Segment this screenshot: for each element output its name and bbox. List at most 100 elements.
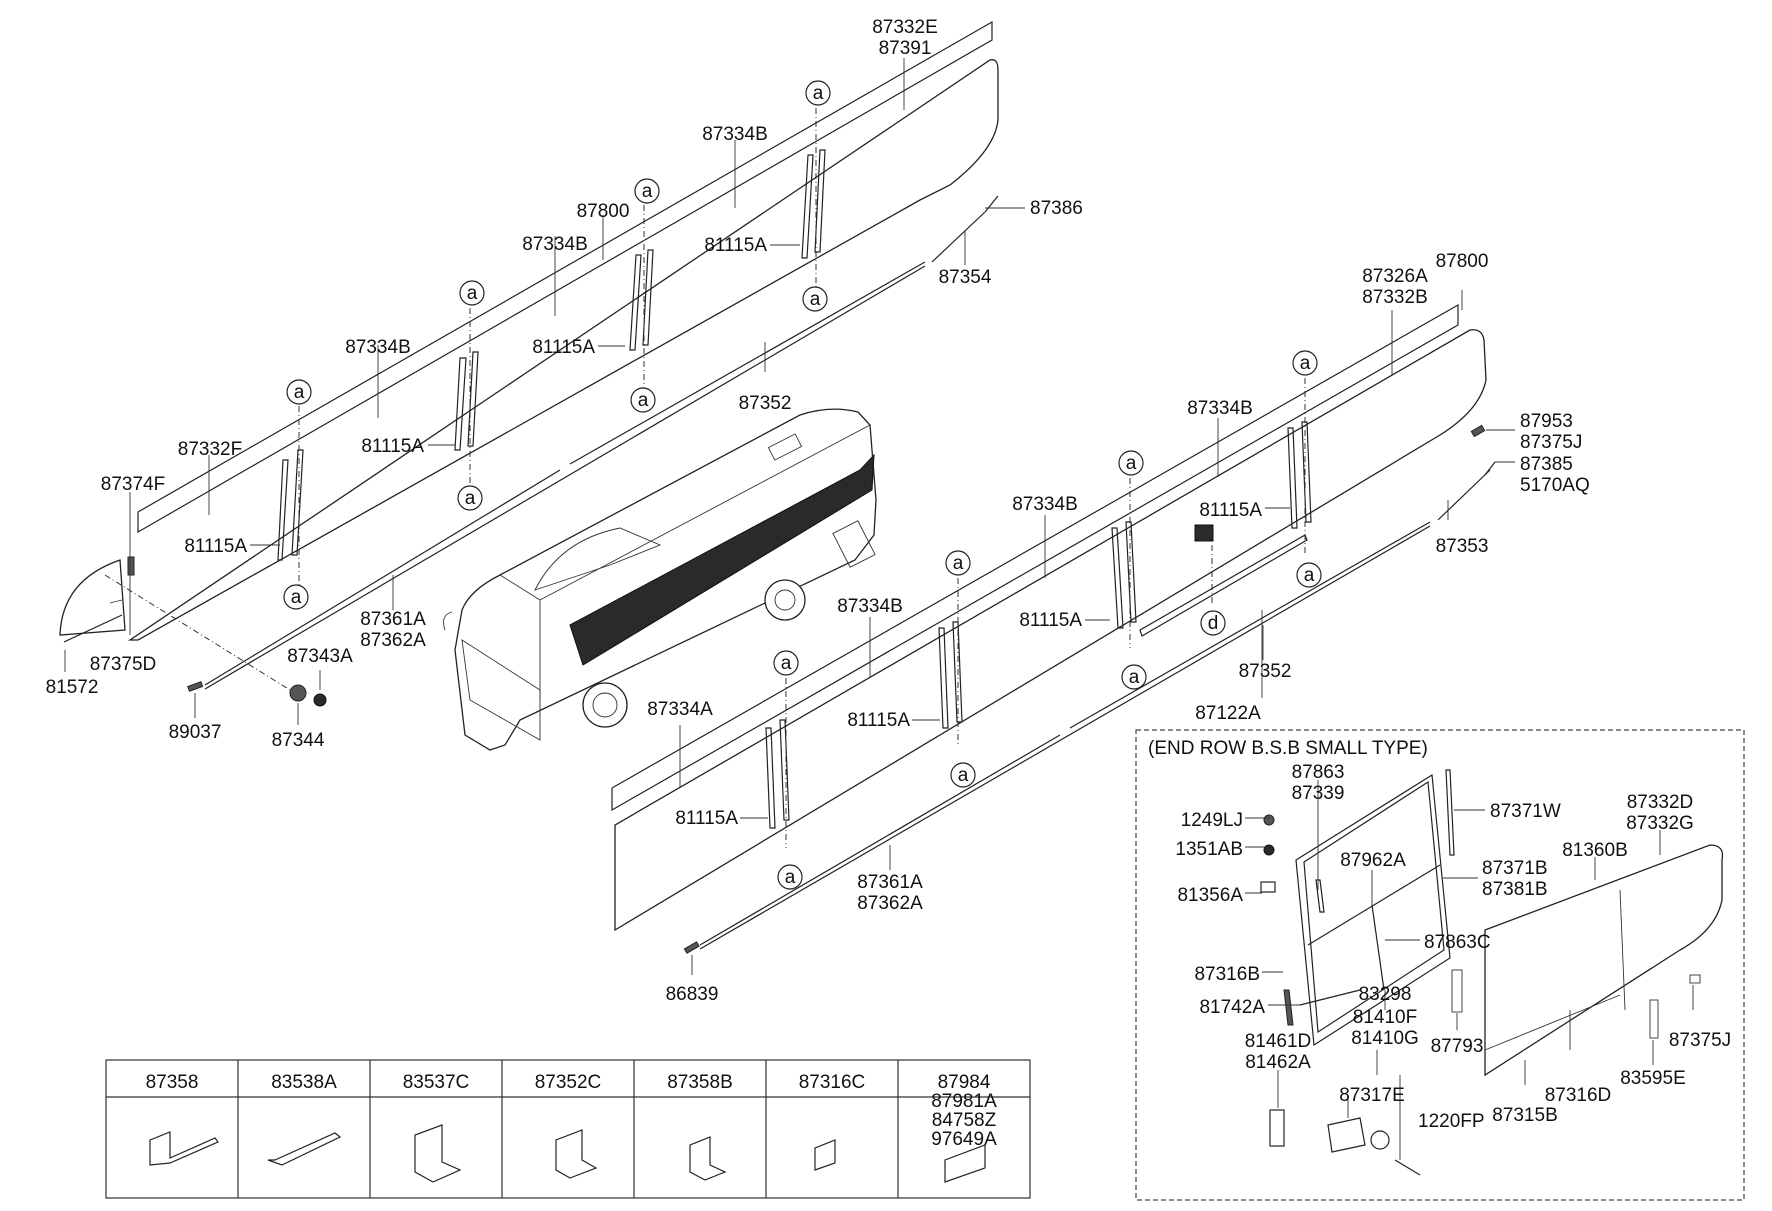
legend-part-number: 87358 (146, 1072, 199, 1093)
legend-cell: 83537C (369, 1060, 469, 1198)
label-1220fp: 1220FP (1418, 1111, 1485, 1132)
callout-a-u3: a (459, 280, 485, 306)
callout-a-u4: a (457, 485, 483, 511)
callout-a-l6: a (1121, 664, 1147, 690)
callout-a-l5: a (1118, 450, 1144, 476)
pillar-strips-lower (765, 421, 1312, 829)
glass-seal-87316d (1484, 994, 1621, 1051)
part-87317e (1327, 1117, 1366, 1153)
label-81115a-u4: 81115A (704, 235, 767, 256)
callout-a-u2: a (283, 584, 309, 610)
bus-rear-wheel (764, 579, 806, 621)
part-81742a (1299, 989, 1361, 1006)
legend-part-number: 84758Z (932, 1110, 997, 1131)
label-81115a-u1: 81115A (184, 536, 247, 557)
callout-label: a (958, 765, 969, 786)
part-87863 (1315, 879, 1325, 913)
label-87332d: 87332D (1627, 792, 1694, 813)
bus-mirror (443, 611, 453, 631)
label-81115a-u3: 81115A (532, 337, 595, 358)
part-87385 (1484, 461, 1496, 476)
part-86839 (683, 941, 700, 954)
callout-label: a (294, 382, 305, 403)
bus-roof-edge (539, 424, 871, 601)
callout-a-u5: a (634, 178, 660, 204)
bus-roof-vent (767, 433, 803, 461)
label-87317e: 87317E (1339, 1085, 1405, 1106)
label-5170aq: 5170AQ (1520, 475, 1590, 496)
legend-part-number: 87352C (535, 1072, 602, 1093)
label-87863: 87863 (1292, 762, 1345, 783)
molding-87352-upper-edge (204, 265, 926, 690)
label-87361a-l: 87361A (857, 872, 923, 893)
plate-81356a (1260, 881, 1276, 893)
side-glass-lower (614, 329, 1487, 932)
label-87354: 87354 (939, 267, 992, 288)
label-87332e: 87332E (872, 17, 938, 38)
part-89037 (187, 681, 204, 692)
label-81742a: 81742A (1199, 997, 1265, 1018)
legend-cell: 87316C (765, 1060, 865, 1198)
label-87334b-u2: 87334B (522, 234, 588, 255)
label-86839: 86839 (666, 984, 719, 1005)
leaders-lower (679, 290, 1515, 975)
part-87386 (984, 195, 999, 213)
frame-rail-87962a (1307, 864, 1441, 946)
label-83298: 83298 (1359, 984, 1412, 1005)
label-87375j-l: 87375J (1520, 432, 1582, 453)
part-81461d (1269, 1109, 1285, 1147)
bolt-1220fp (1394, 1159, 1421, 1176)
nut-1351ab (1263, 844, 1275, 856)
label-87375j-inset: 87375J (1669, 1030, 1731, 1051)
legend-part-number: 87981A (931, 1091, 997, 1112)
callout-label: a (1129, 667, 1140, 688)
label-87362a-u: 87362A (360, 630, 426, 651)
legend-part-sketch (414, 1124, 462, 1183)
part-81572 (63, 614, 123, 643)
label-87362a-l: 87362A (857, 893, 923, 914)
screw-1249lj (1263, 814, 1275, 826)
callout-d: d (1200, 610, 1226, 636)
molding-87352-upper (204, 469, 561, 686)
label-87339: 87339 (1292, 783, 1345, 804)
label-87316d: 87316D (1545, 1085, 1612, 1106)
lower-assembly (611, 290, 1515, 975)
strip-87371w (1445, 769, 1455, 856)
callout-a-l2: a (777, 864, 803, 890)
part-87374f (127, 556, 135, 576)
callout-a-u6: a (630, 387, 656, 413)
molding-87352-lower-b (1069, 521, 1431, 729)
bus-window-band (569, 453, 875, 666)
label-87334b-l2: 87334B (1012, 494, 1078, 515)
callouts: a a a a a a a a a a a a a a a a d (283, 80, 1322, 890)
label-87374f: 87374F (101, 474, 165, 495)
legend-part-number: 97649A (931, 1129, 997, 1150)
callout-label: a (813, 83, 824, 104)
label-81356a: 81356A (1177, 885, 1243, 906)
labels-lower: 87326A 87800 87332B 87334B 87334B 87334B… (647, 251, 1589, 1005)
leaders-inset (1245, 780, 1694, 1160)
label-87863c: 87863C (1424, 932, 1491, 953)
part-83595e (1649, 999, 1659, 1039)
callout-label-d: d (1208, 613, 1219, 634)
corner-glass-87374f (59, 559, 126, 636)
label-87334a: 87334A (647, 699, 713, 720)
frame-bar-83298 (1371, 904, 1385, 991)
label-87326a: 87326A (1362, 266, 1428, 287)
label-87381b: 87381B (1482, 879, 1548, 900)
label-87353: 87353 (1436, 536, 1489, 557)
legend-part-sketch (814, 1139, 836, 1171)
label-87386: 87386 (1030, 198, 1083, 219)
dash-87343a (104, 574, 291, 691)
label-87953: 87953 (1520, 411, 1573, 432)
label-87371w: 87371W (1490, 801, 1561, 822)
callout-label: a (785, 867, 796, 888)
bus-illustration (443, 408, 877, 751)
label-87361a-u: 87361A (360, 609, 426, 630)
callout-label: a (642, 181, 653, 202)
callout-a-l7: a (1292, 350, 1318, 376)
callout-a-l4: a (950, 762, 976, 788)
bus-windshield (461, 639, 541, 741)
